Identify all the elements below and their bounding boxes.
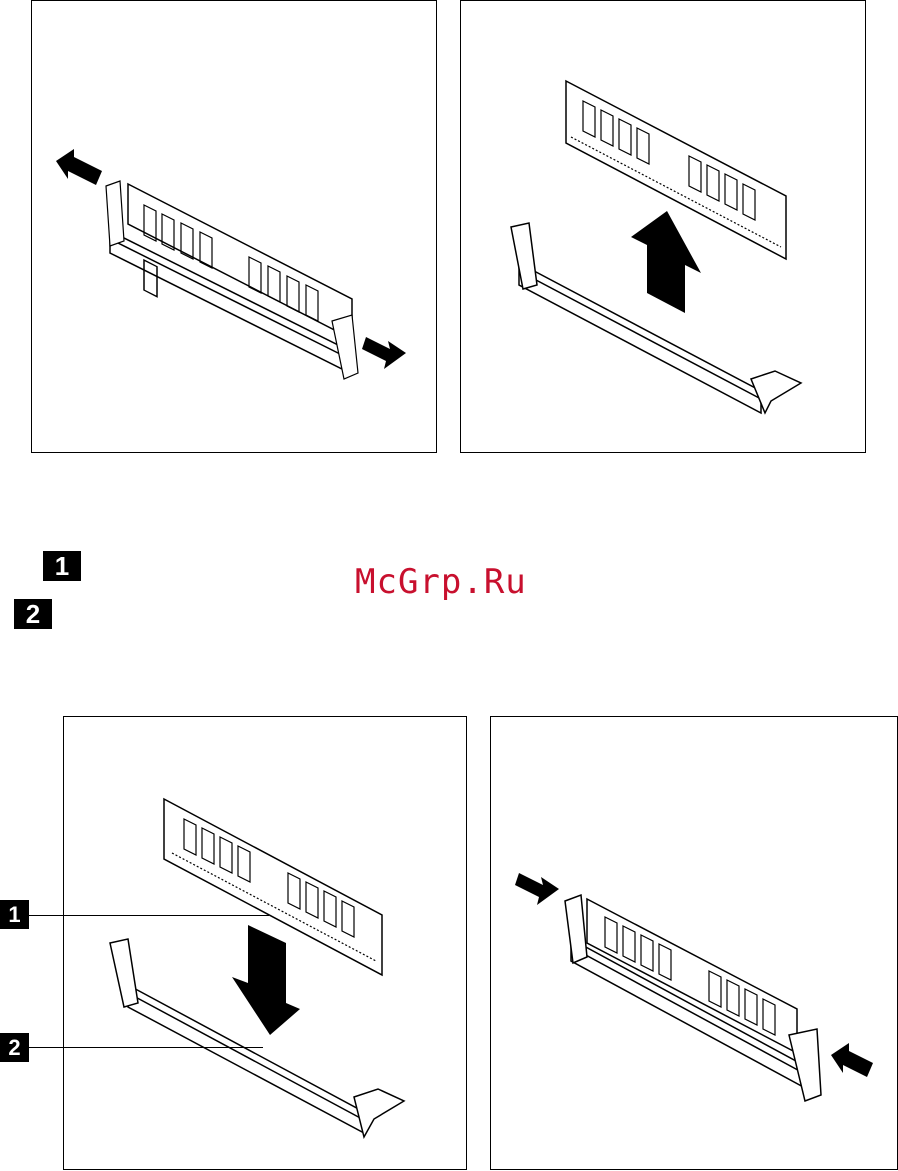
figure-close-clips bbox=[490, 716, 898, 1170]
callout-badge-notch: 1 bbox=[0, 900, 29, 929]
memory-slot-open-clips-illustration bbox=[32, 1, 438, 454]
arrow-down-icon bbox=[232, 925, 300, 1035]
watermark-text: McGrp.Ru bbox=[355, 562, 527, 602]
callout-badge-key: 2 bbox=[0, 1033, 29, 1062]
figure-remove-module bbox=[460, 0, 866, 453]
memory-module-removal-illustration bbox=[461, 1, 867, 454]
callout-line-key bbox=[29, 1047, 263, 1048]
arrow-inward-right-icon bbox=[831, 1043, 873, 1077]
memory-slot-close-clips-illustration bbox=[491, 717, 898, 1171]
arrow-outward-right-icon bbox=[362, 337, 406, 369]
legend-badge-2: 2 bbox=[14, 599, 52, 629]
legend-badge-1: 1 bbox=[43, 551, 81, 581]
arrow-outward-left-icon bbox=[56, 149, 102, 185]
arrow-inward-left-icon bbox=[515, 873, 559, 905]
figure-open-clips bbox=[31, 0, 437, 453]
figure-align-module bbox=[63, 716, 467, 1170]
memory-module-install-illustration bbox=[64, 717, 468, 1171]
arrow-up-icon bbox=[631, 211, 701, 313]
callout-line-notch bbox=[29, 915, 269, 916]
